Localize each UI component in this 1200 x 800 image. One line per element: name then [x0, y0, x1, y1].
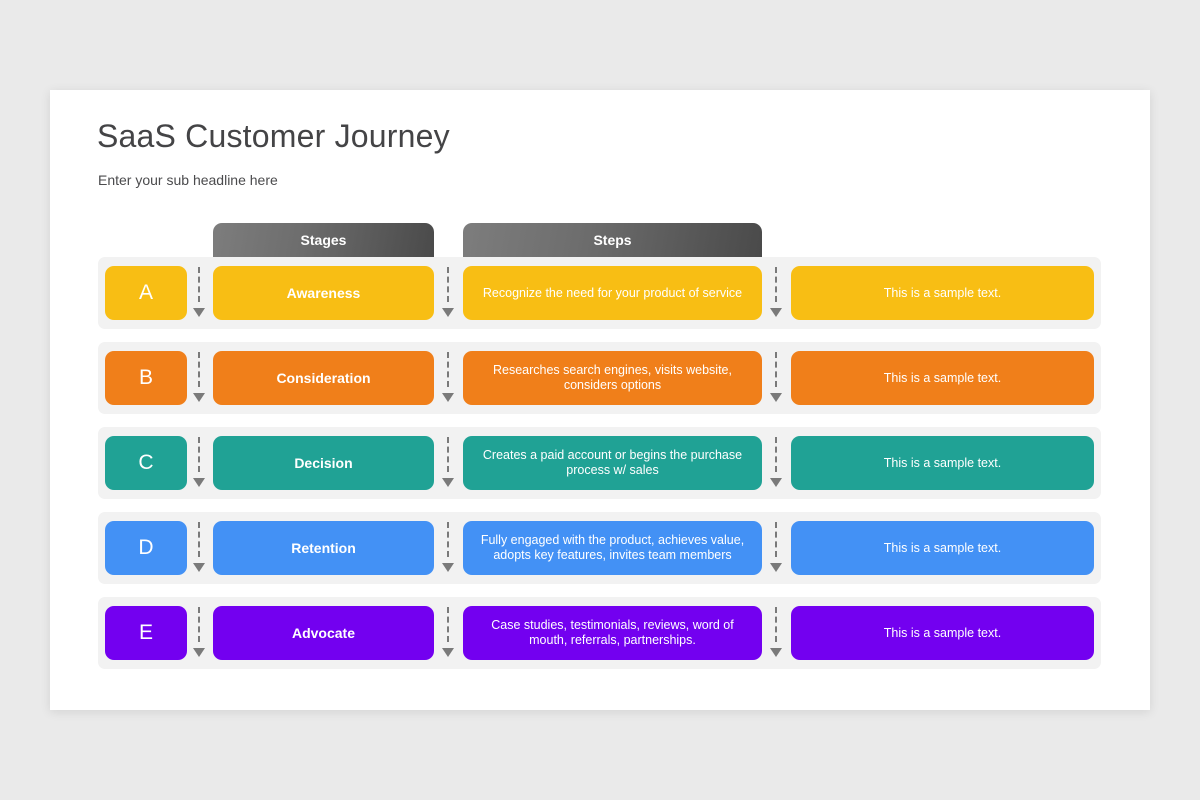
journey-row: D Retention Fully engaged with the produ… — [98, 512, 1101, 584]
stage-letter-badge[interactable]: A — [105, 266, 187, 320]
sample-text-card[interactable]: This is a sample text. — [791, 351, 1094, 405]
dashed-line — [775, 352, 777, 387]
column-header-steps-label: Steps — [593, 232, 632, 248]
step-description-card[interactable]: Creates a paid account or begins the pur… — [463, 436, 762, 490]
arrow-down-icon — [442, 522, 454, 574]
page-subtitle: Enter your sub headline here — [98, 172, 278, 188]
page-title: SaaS Customer Journey — [97, 118, 450, 154]
arrow-head — [442, 648, 454, 657]
dashed-line — [198, 437, 200, 472]
dashed-line — [447, 607, 449, 642]
step-description-card[interactable]: Fully engaged with the product, achieves… — [463, 521, 762, 575]
sample-text-card[interactable]: This is a sample text. — [791, 521, 1094, 575]
arrow-down-icon — [770, 352, 782, 404]
dashed-line — [198, 352, 200, 387]
arrow-head — [770, 393, 782, 402]
arrow-head — [770, 478, 782, 487]
dashed-line — [198, 522, 200, 557]
arrow-down-icon — [442, 352, 454, 404]
dashed-line — [775, 437, 777, 472]
sample-text-card[interactable]: This is a sample text. — [791, 266, 1094, 320]
arrow-head — [193, 563, 205, 572]
journey-row: A Awareness Recognize the need for your … — [98, 257, 1101, 329]
stage-letter-badge[interactable]: D — [105, 521, 187, 575]
dashed-line — [198, 267, 200, 302]
arrow-head — [442, 478, 454, 487]
arrow-head — [193, 393, 205, 402]
arrow-down-icon — [193, 607, 205, 659]
arrow-head — [770, 563, 782, 572]
arrow-down-icon — [770, 522, 782, 574]
arrow-head — [442, 393, 454, 402]
arrow-down-icon — [193, 267, 205, 319]
arrow-head — [193, 478, 205, 487]
dashed-line — [447, 437, 449, 472]
arrow-down-icon — [442, 607, 454, 659]
slide-canvas: SaaS Customer Journey Enter your sub hea… — [50, 90, 1150, 710]
stage-name-card[interactable]: Awareness — [213, 266, 434, 320]
dashed-line — [198, 607, 200, 642]
dashed-line — [447, 522, 449, 557]
arrow-down-icon — [770, 437, 782, 489]
arrow-down-icon — [442, 267, 454, 319]
arrow-head — [770, 308, 782, 317]
stage-letter-badge[interactable]: C — [105, 436, 187, 490]
dashed-line — [775, 522, 777, 557]
dashed-line — [775, 267, 777, 302]
sample-text-card[interactable]: This is a sample text. — [791, 606, 1094, 660]
column-header-steps: Steps — [463, 223, 762, 257]
stage-name-card[interactable]: Advocate — [213, 606, 434, 660]
dashed-line — [447, 267, 449, 302]
step-description-card[interactable]: Researches search engines, visits websit… — [463, 351, 762, 405]
arrow-down-icon — [770, 607, 782, 659]
journey-row: E Advocate Case studies, testimonials, r… — [98, 597, 1101, 669]
stage-name-card[interactable]: Decision — [213, 436, 434, 490]
arrow-down-icon — [770, 267, 782, 319]
arrow-down-icon — [193, 437, 205, 489]
stage-name-card[interactable]: Retention — [213, 521, 434, 575]
stage-name-card[interactable]: Consideration — [213, 351, 434, 405]
arrow-head — [442, 563, 454, 572]
journey-row: B Consideration Researches search engine… — [98, 342, 1101, 414]
arrow-head — [442, 308, 454, 317]
journey-row: C Decision Creates a paid account or beg… — [98, 427, 1101, 499]
arrow-head — [193, 308, 205, 317]
step-description-card[interactable]: Recognize the need for your product of s… — [463, 266, 762, 320]
arrow-down-icon — [442, 437, 454, 489]
arrow-down-icon — [193, 352, 205, 404]
dashed-line — [775, 607, 777, 642]
step-description-card[interactable]: Case studies, testimonials, reviews, wor… — [463, 606, 762, 660]
stage-letter-badge[interactable]: E — [105, 606, 187, 660]
dashed-line — [447, 352, 449, 387]
arrow-head — [193, 648, 205, 657]
stage-letter-badge[interactable]: B — [105, 351, 187, 405]
column-header-stages-label: Stages — [300, 232, 347, 248]
sample-text-card[interactable]: This is a sample text. — [791, 436, 1094, 490]
arrow-down-icon — [193, 522, 205, 574]
arrow-head — [770, 648, 782, 657]
column-header-stages: Stages — [213, 223, 434, 257]
